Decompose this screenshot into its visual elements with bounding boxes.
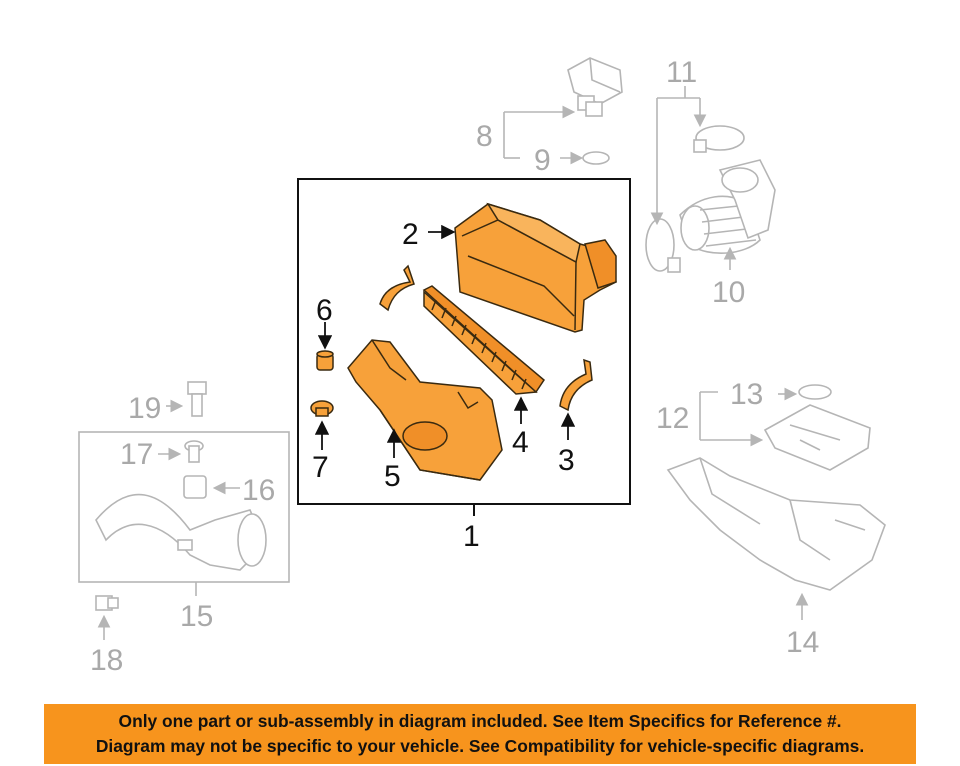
intake-pipe-frame	[78, 431, 290, 583]
callout-8: 8	[476, 120, 493, 153]
callout-12-bracket	[699, 387, 809, 620]
seal-lower-part	[559, 358, 593, 412]
callout-15: 15	[180, 600, 213, 633]
parts-diagram: 1 2 3 4 5 6 7 8 9 10 11 12 13 14 15 16 1…	[78, 56, 886, 677]
callout-5: 5	[384, 460, 401, 493]
intake-duct-part	[679, 159, 776, 255]
callout-14: 14	[786, 626, 819, 659]
callout-6: 6	[316, 294, 333, 327]
hose-clamp-upper-part	[693, 125, 745, 153]
o-ring-part	[582, 151, 610, 165]
airflow-sensor-part	[567, 57, 623, 117]
disclaimer-line-2: Diagram may not be specific to your vehi…	[95, 736, 865, 756]
callout-8-bracket	[503, 105, 584, 165]
lower-case-part	[347, 339, 503, 481]
seal-upper-part	[379, 264, 415, 312]
clip-part	[184, 440, 204, 463]
mount-lower-part	[310, 400, 334, 417]
callout-16: 16	[242, 474, 275, 507]
filter-element-part	[422, 285, 545, 395]
callout-18: 18	[90, 644, 123, 677]
disclaimer-banner: Only one part or sub-assembly in diagram…	[44, 704, 916, 764]
callout-1: 1	[463, 520, 480, 553]
callout-7: 7	[312, 451, 329, 484]
left-group-arrows	[97, 399, 240, 640]
battery-tray-part	[666, 457, 886, 591]
callout-9: 9	[534, 144, 551, 177]
callout-19: 19	[128, 392, 161, 425]
main-arrows	[314, 224, 576, 458]
callout-2: 2	[402, 218, 419, 251]
callout-17: 17	[120, 438, 153, 471]
screw-part	[95, 595, 119, 611]
disclaimer-line-1: Only one part or sub-assembly in diagram…	[118, 711, 842, 731]
callout-4: 4	[512, 426, 529, 459]
callout-12: 12	[656, 402, 689, 435]
callout-13: 13	[730, 378, 763, 411]
grommet-part	[798, 384, 832, 400]
upper-cover-part	[454, 202, 617, 333]
callout-11: 11	[666, 56, 697, 89]
mount-upper-part	[316, 350, 334, 371]
callout-10: 10	[712, 276, 745, 309]
intake-pipe-part	[95, 493, 267, 571]
bolt-part	[187, 381, 207, 417]
grommet-small-part	[183, 475, 207, 499]
support-bracket-part	[763, 404, 871, 471]
callout-3: 3	[558, 444, 575, 477]
callout-11-bracket	[650, 86, 737, 270]
hose-clamp-lower-part	[645, 218, 681, 273]
